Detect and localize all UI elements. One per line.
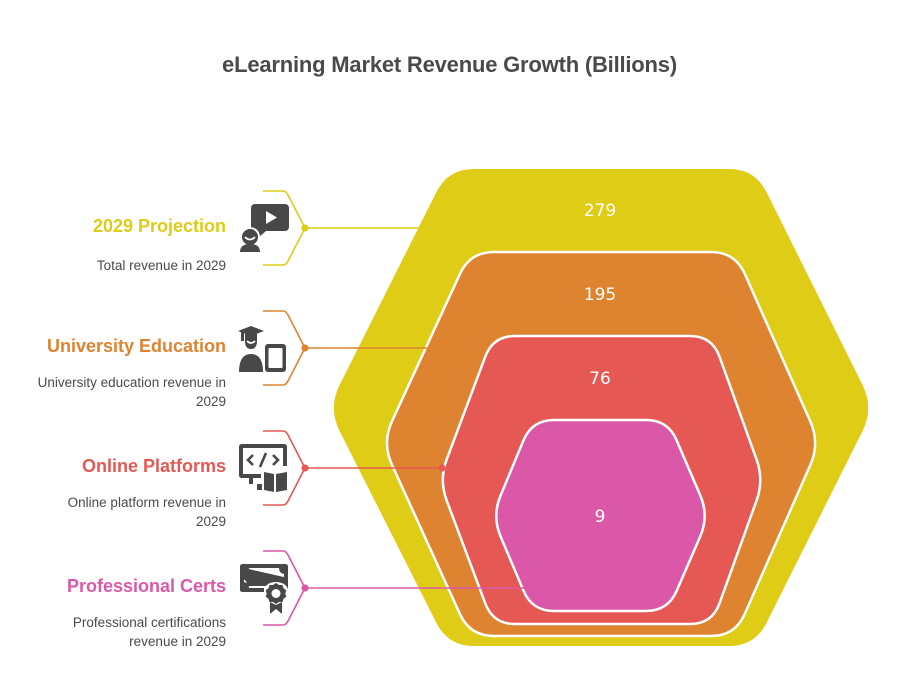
certificate-badge-icon xyxy=(240,564,288,614)
graduate-phone-icon xyxy=(238,326,286,372)
item-title-university-education: University Education xyxy=(46,336,226,356)
bracket-online-platforms xyxy=(263,430,306,506)
value-label-university-education: 195 xyxy=(584,285,616,305)
connector-start-dot-professional-certs xyxy=(301,584,309,592)
code-monitor-book-icon xyxy=(239,444,287,492)
item-title-professional-certs: Professional Certs xyxy=(66,576,226,596)
item-desc-professional-certs: Professional certifications revenue in 2… xyxy=(72,615,226,649)
value-label-2029-projection: 279 xyxy=(584,201,616,221)
item-desc-online-platforms: Online platform revenue in 2029 xyxy=(67,495,226,529)
value-label-professional-certs: 9 xyxy=(595,507,606,527)
connector-start-dot-2029-projection xyxy=(301,224,309,232)
connector-start-dot-university-education xyxy=(301,344,309,352)
item-desc-university-education: University education revenue in 2029 xyxy=(37,375,226,409)
connector-end-dot-online-platforms xyxy=(438,464,446,472)
item-title-2029-projection: 2029 Projection xyxy=(92,216,226,236)
hexagon-professional-certs xyxy=(495,418,706,613)
connector-end-dot-2029-projection xyxy=(424,224,432,232)
page-title: eLearning Market Revenue Growth (Billion… xyxy=(222,52,677,77)
value-label-online-platforms: 76 xyxy=(589,369,611,389)
connector-end-dot-professional-certs xyxy=(527,584,535,592)
connector-start-dot-online-platforms xyxy=(301,464,309,472)
item-desc-2029-projection: Total revenue in 2029 xyxy=(96,258,226,273)
item-title-online-platforms: Online Platforms xyxy=(81,456,226,476)
connector-end-dot-university-education xyxy=(429,344,437,352)
video-chat-user-icon xyxy=(240,204,289,252)
